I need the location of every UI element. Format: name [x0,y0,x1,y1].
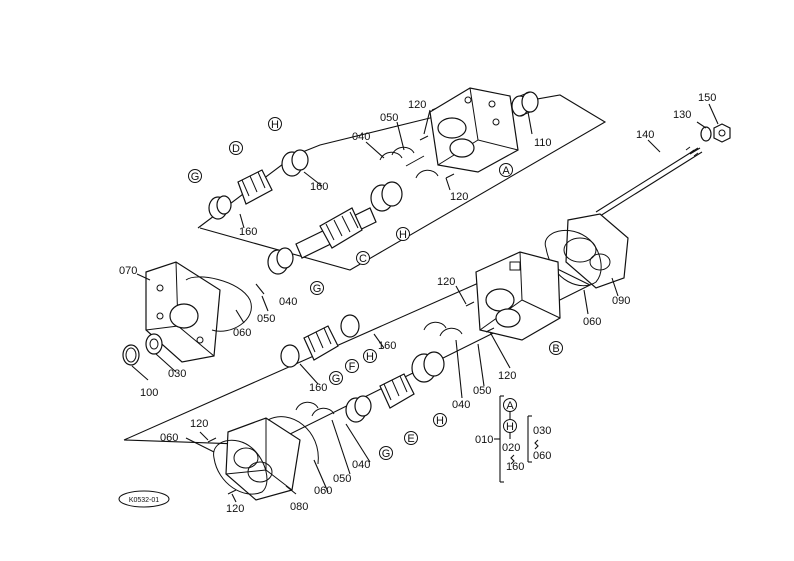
badge-b [549,341,563,355]
long-shaft-140 [595,146,703,217]
upper-gear-d [208,149,309,220]
label-050-left: 050 [257,313,275,325]
label-030-left: 030 [168,368,186,380]
badge-h-2-text: H [399,229,407,241]
label-050-bottom: 050 [333,473,351,485]
legend-h-text: H [506,421,514,433]
seal-ring [122,333,163,366]
assembly-legend: A H 010 020 160 030 060 [475,395,551,483]
label-060-right: 060 [583,316,601,328]
upper-housing [429,87,519,173]
washer-nut [700,123,731,143]
badge-g-2 [310,281,324,295]
leader-lines [131,103,719,503]
badge-g-2-text: G [313,283,322,295]
bushing-110 [511,91,539,117]
badge-g-4 [379,446,393,460]
label-140: 140 [636,129,654,141]
label-070: 070 [119,265,137,277]
label-120-mid: 120 [437,276,455,288]
label-060-left: 060 [233,327,251,339]
badge-e [404,431,418,445]
badge-f-text: F [349,361,356,373]
badge-h-4 [433,413,447,427]
label-160-upper: 160 [310,181,328,193]
letter-badges: A B C D E F G G G G H H H H [188,117,563,460]
legend-010: 010 [475,434,493,446]
badge-g-1-text: G [191,171,200,183]
legend-020: 020 [502,442,520,454]
legend-badge-a [503,398,517,412]
badge-d-text: D [232,143,240,155]
badge-h-2 [396,227,410,241]
legend-160: 160 [506,461,524,473]
label-100: 100 [140,387,158,399]
label-110: 110 [534,137,552,149]
drawing-code-badge [118,490,170,508]
badge-b-text: B [552,343,559,355]
badge-g-1 [188,169,202,183]
end-cover-080 [213,416,319,501]
label-160-upper-left: 160 [239,226,257,238]
rear-cover-090 [544,213,629,289]
badge-f [345,359,359,373]
part-number-labels: 120 050 040 110 140 130 150 120 160 160 … [119,92,716,515]
legend-a-text: A [506,400,514,412]
badge-d [229,141,243,155]
label-050-top: 050 [380,112,398,124]
lower-housing [475,251,561,341]
label-050-lower-right: 050 [473,385,491,397]
bearing-g-mid [267,247,294,275]
label-040-left: 040 [279,296,297,308]
legend-030: 030 [533,425,551,437]
label-090: 090 [612,295,630,307]
label-120-top: 120 [408,99,426,111]
label-160-lower: 160 [309,382,327,394]
label-120-bottom: 120 [226,503,244,515]
legend-060: 060 [533,450,551,462]
badge-h-1 [268,117,282,131]
drawing-code: K0532-01 [129,497,159,504]
lower-gears [280,314,445,423]
badge-a-text: A [502,165,510,177]
label-060-bottom: 060 [314,485,332,497]
label-160-mid: 160 [378,340,396,352]
front-cover-070 [145,261,252,363]
badge-e-text: E [407,433,414,445]
label-060-bottom-left: 060 [160,432,178,444]
label-120-upper-mid: 120 [450,191,468,203]
badge-g-4-text: G [382,448,391,460]
badge-g-3-text: G [332,373,341,385]
label-130: 130 [673,109,691,121]
upper-seals [379,146,439,179]
label-040-bottom: 040 [352,459,370,471]
label-040-lower-right: 040 [452,399,470,411]
badge-g-3 [329,371,343,385]
badge-h-4-text: H [436,415,444,427]
label-120-bottom-left: 120 [190,418,208,430]
badge-a [499,163,513,177]
badge-c-text: C [359,253,367,265]
label-080: 080 [290,501,308,513]
lower-seals [295,321,463,417]
label-150: 150 [698,92,716,104]
badge-h-1-text: H [271,119,279,131]
main-shaft-c [295,181,403,259]
legend-badge-h [503,419,517,433]
badge-h-3-text: H [366,351,374,363]
badge-c [356,251,370,265]
pins-120 [207,135,495,495]
label-040-top: 040 [352,131,370,143]
label-120-lower-right: 120 [498,370,516,382]
badge-h-3 [363,349,377,363]
